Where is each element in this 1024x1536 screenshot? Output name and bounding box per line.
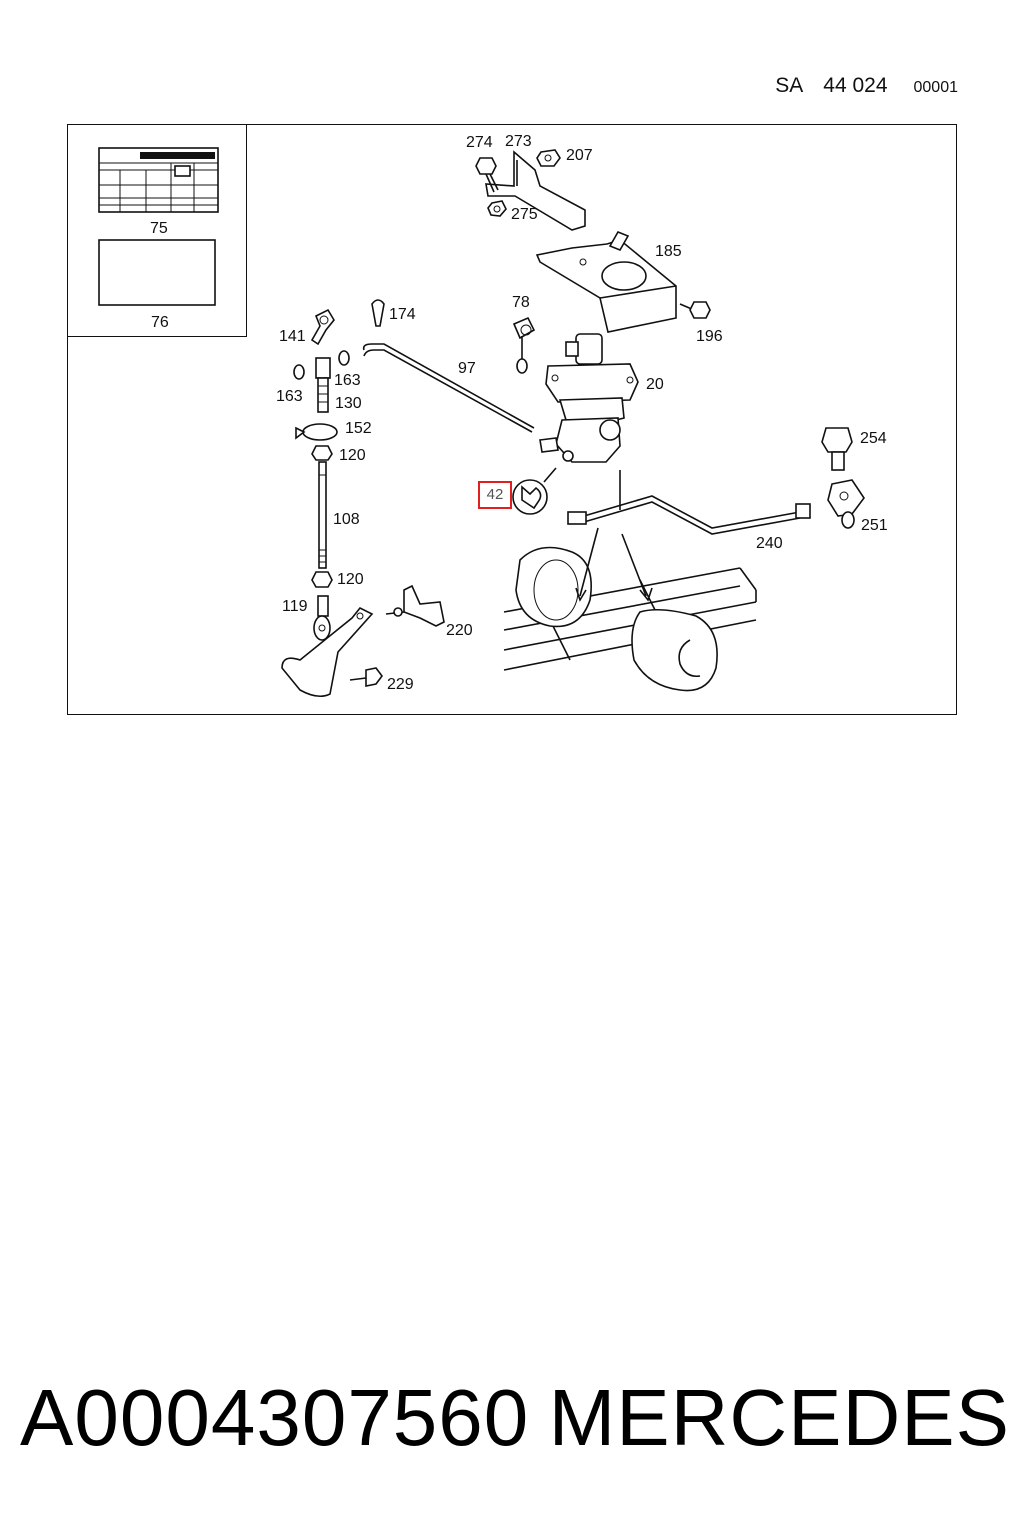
label-20: 20 [646, 376, 664, 393]
label-163-right: 163 [334, 372, 361, 389]
valve-assembly-20 [539, 333, 639, 463]
label-120-top: 120 [339, 447, 366, 464]
label-97: 97 [458, 360, 476, 377]
label-251: 251 [861, 517, 888, 534]
bracket-220 [385, 584, 445, 627]
inset-panel [67, 124, 247, 337]
label-76: 76 [151, 314, 169, 331]
threaded-rod-108 [318, 461, 327, 569]
washer-163-left [293, 364, 305, 380]
label-120-bottom: 120 [337, 571, 364, 588]
bracket-185 [535, 230, 677, 333]
label-220: 220 [446, 622, 473, 639]
label-130: 130 [335, 395, 362, 412]
ball-joint-141 [310, 308, 335, 346]
cotter-pin-174 [371, 299, 385, 327]
diagram-frame [67, 124, 957, 715]
label-174: 174 [389, 306, 416, 323]
tee-fitting-251 [827, 479, 865, 529]
clamp-152 [295, 423, 338, 441]
nut-120-top [311, 445, 333, 461]
label-207: 207 [566, 147, 593, 164]
rod-97 [362, 343, 535, 433]
nut-120-bottom [311, 571, 333, 588]
ball-joint-119 [313, 595, 331, 641]
washer-163-right [338, 350, 350, 366]
label-75: 75 [150, 220, 168, 237]
label-229: 229 [387, 676, 414, 693]
label-152: 152 [345, 420, 372, 437]
label-240: 240 [756, 535, 783, 552]
link-78 [512, 316, 536, 374]
part-number: A0004307560 [20, 1373, 530, 1462]
bolt-229 [349, 667, 383, 687]
label-196: 196 [696, 328, 723, 345]
brand-name: MERCEDES [548, 1373, 1010, 1462]
plate-76 [98, 239, 216, 306]
highlighted-part-label: 42 [486, 486, 504, 503]
fitting-254 [821, 427, 853, 471]
label-119: 119 [282, 598, 308, 615]
label-274: 274 [466, 134, 493, 151]
wrench-icon [512, 467, 557, 515]
joint-130 [315, 357, 331, 413]
nut-275 [487, 200, 507, 217]
nut-207 [536, 149, 561, 167]
label-254: 254 [860, 430, 887, 447]
label-141: 141 [279, 328, 306, 345]
bolt-274 [475, 157, 499, 193]
label-plate-75 [98, 147, 219, 213]
label-78: 78 [512, 294, 530, 311]
bolt-196 [679, 301, 711, 319]
label-108: 108 [333, 511, 360, 528]
parts-diagram: 274 273 207 275 185 75 76 174 141 78 196… [98, 133, 888, 698]
sheet-number: 00001 [913, 79, 959, 96]
chassis-sketch [503, 470, 757, 692]
group-code: 44 024 [823, 74, 888, 97]
pipe-240 [567, 495, 811, 535]
label-185: 185 [655, 243, 682, 260]
lever-arm [281, 606, 374, 698]
footer-caption: A0004307560 MERCEDES [20, 1372, 1010, 1464]
highlighted-part-42[interactable] [478, 481, 512, 509]
label-273: 273 [505, 133, 532, 150]
sheet-prefix: SA [775, 74, 804, 97]
label-275: 275 [511, 206, 538, 223]
label-163-left: 163 [276, 388, 303, 405]
sheet-header: SA 44 024 00001 [775, 74, 958, 98]
